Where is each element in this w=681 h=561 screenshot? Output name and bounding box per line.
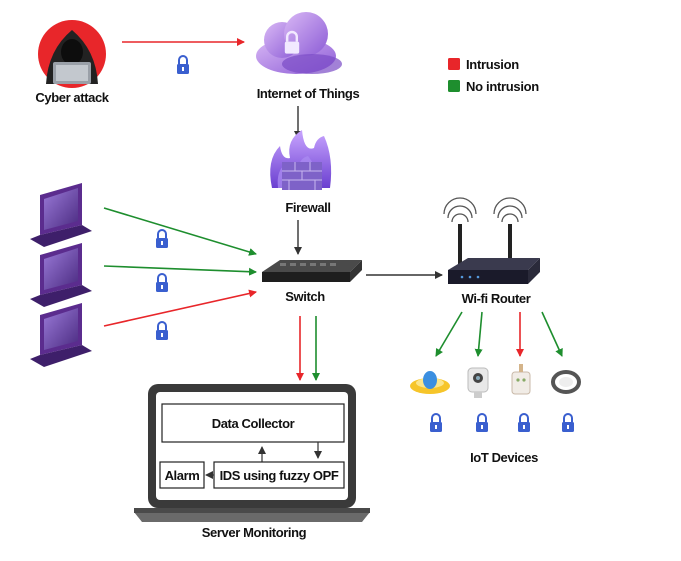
laptop-icon bbox=[30, 243, 92, 307]
lock-icon bbox=[155, 321, 169, 341]
lock-icon bbox=[475, 413, 489, 433]
smart-bulb-icon bbox=[410, 371, 450, 394]
server-monitoring-label: Server Monitoring bbox=[202, 525, 307, 540]
data-collector-box bbox=[161, 403, 345, 443]
hacker-icon bbox=[38, 20, 106, 88]
laptop3-arrow bbox=[103, 289, 257, 327]
camera-icon bbox=[467, 367, 489, 398]
legend-label-no-intrusion: No intrusion bbox=[466, 79, 539, 94]
laptop2-arrow bbox=[103, 265, 257, 276]
firewall-icon bbox=[270, 130, 332, 190]
lock-icon bbox=[176, 55, 190, 75]
cloud-icon bbox=[256, 12, 342, 74]
cyber-attack-label: Cyber attack bbox=[35, 90, 109, 105]
legend-swatch-no-intrusion bbox=[448, 80, 460, 92]
iot-devices-label: IoT Devices bbox=[470, 450, 538, 465]
lock-icon bbox=[561, 413, 575, 433]
laptop-icon bbox=[30, 303, 92, 367]
router-device4-arrow bbox=[541, 311, 563, 357]
lock-icon bbox=[155, 229, 169, 249]
laptop1-arrow bbox=[103, 207, 257, 256]
router-label: Wi-fi Router bbox=[462, 291, 531, 306]
switch-icon bbox=[262, 260, 362, 282]
lock-icon bbox=[155, 273, 169, 293]
legend: Intrusion No intrusion bbox=[448, 57, 540, 94]
router-device2-arrow bbox=[474, 311, 483, 357]
router-device1-arrow bbox=[435, 311, 463, 357]
router-icon bbox=[443, 197, 540, 284]
firewall-label: Firewall bbox=[285, 200, 330, 215]
iot-label: Internet of Things bbox=[257, 86, 360, 101]
smart-plug-icon bbox=[511, 364, 531, 395]
smart-ring-icon bbox=[551, 370, 581, 394]
data-collector-label: Data Collector bbox=[212, 416, 295, 431]
alarm-label: Alarm bbox=[165, 468, 200, 483]
lock-icon bbox=[517, 413, 531, 433]
ids-label: IDS using fuzzy OPF bbox=[220, 468, 339, 483]
lock-icon bbox=[429, 413, 443, 433]
ids-box bbox=[213, 461, 345, 489]
legend-label-intrusion: Intrusion bbox=[466, 57, 519, 72]
legend-swatch-intrusion bbox=[448, 58, 460, 70]
laptop-icon bbox=[30, 183, 92, 247]
alarm-box bbox=[159, 461, 205, 489]
switch-label: Switch bbox=[285, 289, 325, 304]
